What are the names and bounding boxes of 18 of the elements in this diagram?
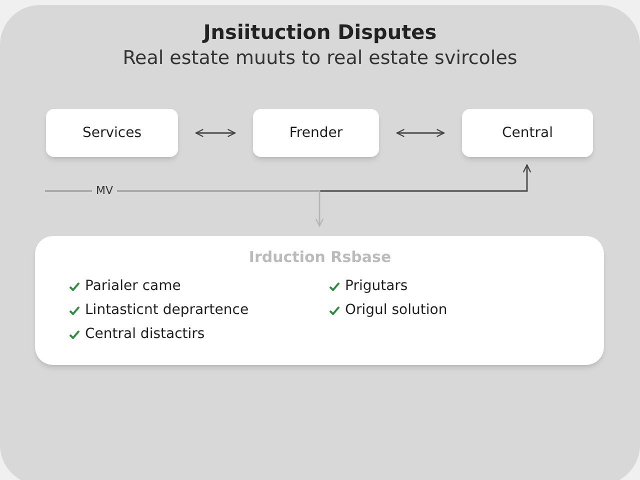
process-box [46, 109, 178, 157]
process-box [253, 109, 379, 157]
card-heading: Irduction Rsbase [248, 247, 392, 268]
subtitle: Real estate muuts to real estate svircoles [122, 46, 518, 71]
diagram-title: Jnsiituction Disputes [201, 19, 438, 46]
box-label: Central [502, 124, 553, 142]
box-label: Services [82, 124, 142, 142]
list-item: Parialer came [85, 277, 181, 296]
list-item: Prigutars [345, 277, 408, 296]
card-box [35, 236, 604, 365]
arrow [396, 128, 445, 138]
process-box [462, 109, 593, 157]
list-item: Lintasticnt deprartence [85, 301, 249, 320]
arrow [195, 128, 236, 138]
box-label: Frender [289, 124, 343, 142]
list-item: Origul solution [345, 301, 448, 320]
list-item: Central distactirs [85, 325, 205, 344]
arrow [45, 190, 324, 227]
